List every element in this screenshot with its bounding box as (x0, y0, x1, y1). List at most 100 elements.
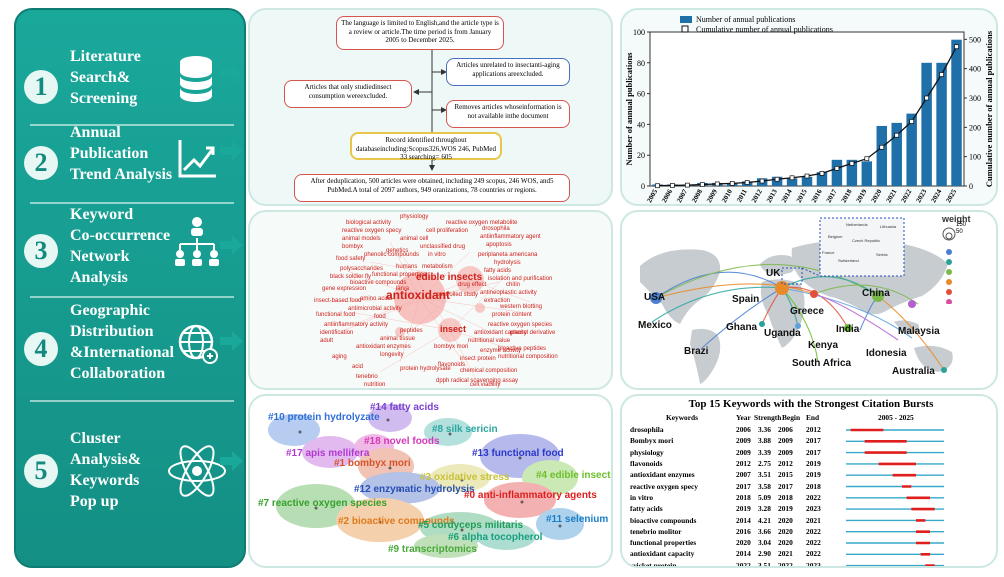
cumulative-point (834, 166, 840, 171)
svg-text:Belgium: Belgium (828, 234, 843, 239)
keyword-node: antiinflammatory agent (480, 234, 541, 240)
x-tick-label: 2023 (914, 188, 928, 205)
atom-icon (168, 445, 226, 497)
bar (846, 159, 858, 186)
burst-cell: 2012 (806, 425, 821, 435)
burst-cell: 2017 (736, 481, 751, 491)
country-label: Australia (892, 366, 935, 377)
keyword-node: periplaneta americana (478, 252, 538, 258)
burst-header: Begin (782, 413, 801, 422)
country-label: Greece (790, 306, 824, 317)
exclusion-box-consumption: Articles that only studiedinsect consump… (284, 80, 412, 108)
burst-cell: 2022 (736, 560, 751, 568)
step-4-number: 4 (24, 332, 58, 366)
x-tick-label: 2016 (810, 188, 824, 205)
burst-header: Strength (754, 413, 782, 422)
keyword-node: cell viability (470, 382, 501, 388)
burst-cell: 2.75 (758, 459, 771, 469)
keyword-node: reactive oxygen metabolite (446, 220, 518, 226)
step-1-number: 1 (24, 70, 58, 104)
keyword-node: nutrition (364, 382, 386, 388)
burst-cell: 2012 (736, 459, 751, 469)
trend-chart-icon (178, 140, 216, 178)
svg-text:Netherlands: Netherlands (846, 222, 868, 227)
burst-cell: 2019 (806, 470, 821, 480)
keyword-node: hydrolysis (494, 260, 521, 266)
y-tick-label: 80 (637, 59, 645, 68)
country-label: Malaysia (898, 326, 940, 337)
cumulative-point (939, 72, 944, 77)
map-legend-title: weight (942, 214, 971, 224)
keyword-node: fatty acids (484, 268, 512, 274)
burst-cell: fatty acids (630, 504, 663, 514)
burst-cell: 2017 (806, 447, 821, 457)
keyword-node: enzyme activity (480, 348, 522, 354)
legend-swatch-bar (680, 16, 692, 23)
keyword-node: bombyx mori (434, 344, 469, 350)
burst-cell: reactive oxygen specy (630, 481, 699, 491)
burst-cell: 2006 (778, 425, 793, 435)
legend-entry: Number of annual publications (696, 15, 795, 24)
burst-bars (846, 428, 944, 566)
burst-cell: 2020 (778, 538, 793, 548)
keyword-node: acid (352, 364, 364, 370)
keyword-node: protein hydrolysate (400, 366, 451, 372)
cluster-label: #9 transcriptomics (388, 544, 477, 555)
keyword-node: chemical composition (460, 368, 518, 374)
burst-header: Keywords (666, 413, 699, 422)
x-tick-label: 2011 (735, 188, 749, 204)
cluster-label: #5 cordyceps militaris (418, 520, 524, 531)
burst-cell: flavonoids (630, 459, 663, 469)
arrow-right-icon (220, 451, 243, 471)
burst-cell: 2009 (736, 436, 751, 446)
globe-icon (178, 324, 218, 364)
cluster-panel: #10 protein hydrolyzate #14 fatty acids … (248, 394, 613, 568)
cumulative-point (879, 144, 885, 150)
keyword-node: nutritional value (468, 338, 511, 344)
workflow-steps-panel: 1 Literature Search& Screening 2 Annual … (14, 8, 246, 568)
burst-title: Top 15 Keywords with the Strongest Citat… (688, 398, 934, 410)
x-tick-label: 2015 (795, 188, 809, 205)
burst-cell: 2022 (806, 549, 821, 559)
network-hierarchy-icon (175, 217, 219, 266)
keyword-node: insect-based food (314, 298, 362, 304)
x-tick-label: 2008 (690, 188, 704, 205)
country-label: India (836, 324, 860, 335)
burst-cell: 2018 (778, 492, 793, 502)
burst-cell: 2022 (778, 560, 793, 568)
burst-cell: 2023 (806, 504, 821, 514)
keyword-node: isolation and purification (488, 276, 553, 282)
y-axis-label: Number of annual publications (624, 52, 634, 166)
keyword-node: protein content (492, 312, 532, 318)
keyword-node: antioxidant capacity (474, 330, 527, 336)
x-tick-label: 2024 (929, 188, 943, 205)
country-label: Brazi (684, 346, 709, 357)
keyword-node: metabolism (422, 264, 453, 270)
burst-cell: 2009 (736, 447, 751, 457)
cluster-label: #11 selenium (546, 514, 609, 525)
burst-cell: cricket protein (630, 560, 677, 568)
keyword-node: aging (332, 354, 347, 360)
burst-cell: 2019 (778, 504, 793, 514)
burst-cell: 2023 (806, 560, 821, 568)
burst-cell: 2018 (736, 492, 751, 502)
cluster-label: #0 anti-inflammatory agents (464, 490, 597, 501)
y2-axis-label: Cumulative number of annual publications (984, 30, 994, 187)
cumulative-point (774, 176, 780, 182)
keyword-node: bombyx (342, 244, 364, 250)
country-label: Idonesia (866, 348, 907, 359)
x-tick-label: 2010 (720, 188, 734, 205)
keyword-node: amino acids (360, 296, 393, 302)
x-tick-label: 2018 (840, 188, 854, 205)
cumulative-point (849, 161, 855, 166)
keyword-node: polysaccharides (340, 266, 384, 272)
bar (951, 39, 962, 187)
step-1-label: Literature Search& Screening (70, 48, 141, 107)
keyword-node: animal cell (400, 236, 429, 242)
